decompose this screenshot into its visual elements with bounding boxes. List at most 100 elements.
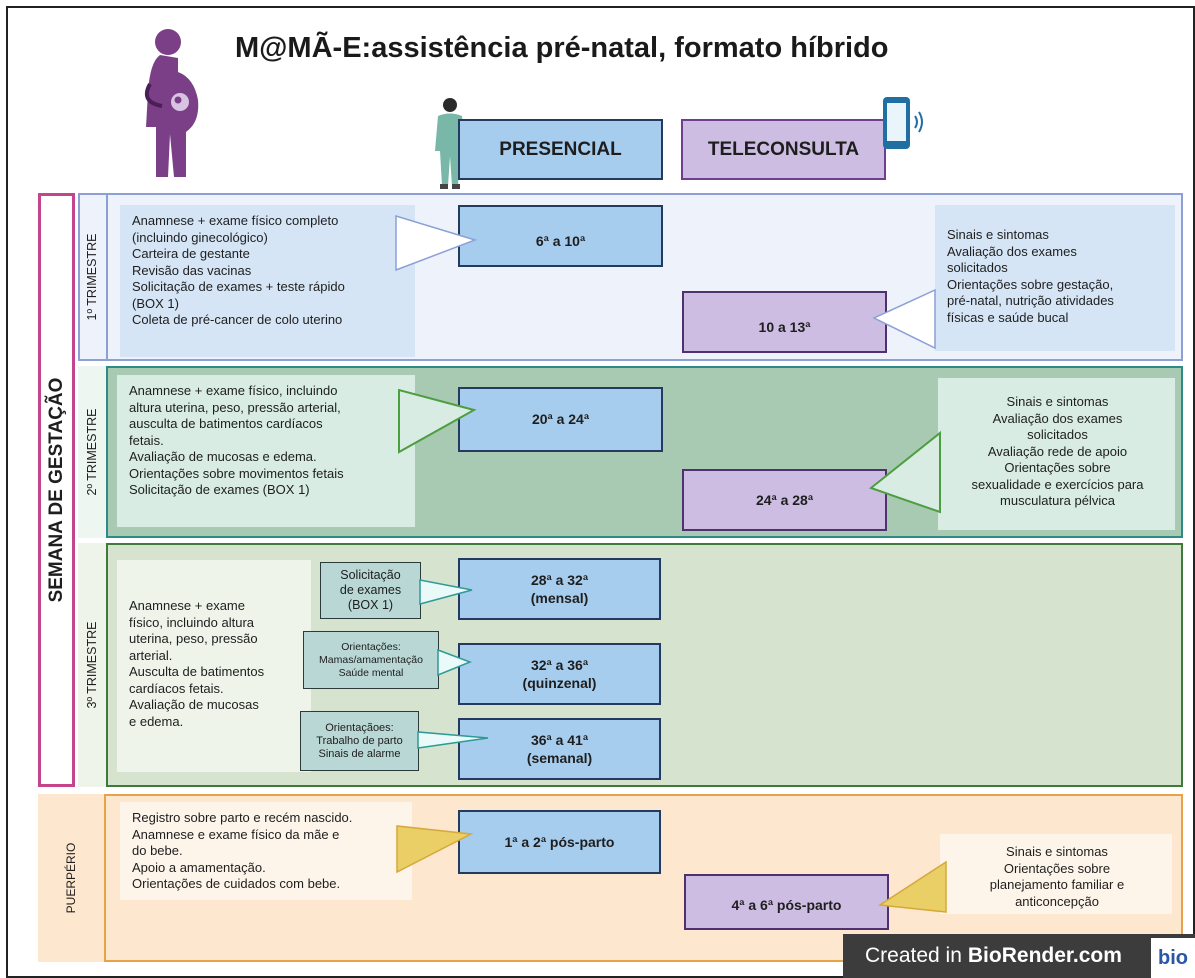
t3-mini-text: Solicitação: [340, 568, 401, 582]
puerperio-teleconsulta-box: 4ª a 6ª pós-parto: [684, 874, 889, 930]
t2-note: ausculta de batimentos cardíacos: [129, 416, 323, 431]
t3-mini-text: Orientaçãoes:: [325, 721, 394, 734]
puerperio-presencial-callout: [396, 825, 474, 874]
t2-note: altura uterina, peso, pressão arterial,: [129, 399, 341, 415]
smartphone-icon: [878, 94, 926, 154]
t1-tele-note: físicas e saúde bucal: [947, 309, 1069, 325]
t2-tele-note: musculatura pélvica: [1000, 493, 1115, 508]
doctor-icon: [430, 96, 470, 191]
t2-teleconsulta-callout: [868, 430, 941, 514]
t1-note: Solicitação de exames + teste rápido: [132, 279, 345, 294]
t3-mini-text: Trabalho de parto: [316, 734, 403, 747]
t3-frequency: (quinzenal): [522, 675, 597, 691]
presencial-header: PRESENCIAL: [458, 119, 663, 180]
t3-mini-text: de exames: [339, 583, 402, 597]
t3-presencial-box-3: 36ª a 41ª (semanal): [458, 718, 661, 780]
t1-label: 1º TRIMESTRE: [78, 193, 108, 361]
t3-weeks: 32ª a 36ª: [530, 656, 589, 673]
puerperio-note: Anamnese e exame físico da mãe e: [132, 826, 340, 842]
diagram-frame: [6, 6, 1195, 978]
puerperio-note: Registro sobre parto e recém nascido.: [132, 810, 353, 825]
t3-note: Avaliação de mucosas: [129, 697, 259, 712]
biorender-watermark: Created in BioRender.com bio: [843, 934, 1195, 978]
pregnant-woman-icon: [120, 22, 215, 182]
t1-teleconsulta-callout: [872, 288, 936, 350]
t1-note: (incluindo ginecológico): [132, 229, 268, 245]
t3-mini-text: Saúde mental: [338, 666, 404, 679]
watermark-brand: BioRender.com: [967, 944, 1122, 967]
gestation-weeks-label: SEMANA DE GESTAÇÃO: [38, 193, 75, 787]
puerperio-note: Orientações de cuidados com bebe.: [132, 876, 341, 891]
teleconsulta-header: TELECONSULTA: [681, 119, 886, 180]
t3-exam-request-box: Solicitação de exames (BOX 1): [320, 562, 421, 619]
t1-note: Carteira de gestante: [132, 246, 250, 261]
t2-presencial-callout: [398, 388, 477, 454]
t2-tele-note: Orientações sobre: [1004, 460, 1111, 475]
t3-callout-3: [417, 731, 489, 749]
t2-tele-note: Sinais e sintomas: [1006, 394, 1109, 409]
puerperio-tele-note: Sinais e sintomas: [1006, 844, 1108, 859]
t3-note: Ausculta de batimentos: [129, 664, 265, 679]
t3-callout-2: [437, 648, 473, 677]
page-title: M@MÃ-E:assistência pré-natal, formato hí…: [235, 32, 889, 64]
t1-tele-note: pré-natal, nutrição atividades: [947, 293, 1114, 308]
t3-callout-1: [419, 579, 473, 605]
t2-note: Solicitação de exames (BOX 1): [129, 482, 310, 497]
t3-mini-text: Sinais de alarme: [318, 747, 401, 760]
t2-presencial-notes: Anamnese + exame físico, incluindo altur…: [117, 375, 415, 527]
t3-note: cardíacos fetais.: [129, 680, 224, 696]
puerperio-tele-note: Orientações sobre: [1003, 860, 1111, 876]
t2-teleconsulta-notes: Sinais e sintomas Avaliação dos exames s…: [938, 378, 1175, 530]
puerperio-tele-note: anticoncepção: [1015, 893, 1099, 909]
biorender-logo: bio: [1151, 938, 1195, 978]
t1-note: Revisão das vacinas: [132, 262, 252, 278]
t3-note: arterial.: [129, 647, 173, 663]
t1-teleconsulta-notes: Sinais e sintomas Avaliação dos exames s…: [935, 205, 1175, 351]
puerperio-teleconsulta-callout: [877, 860, 947, 913]
t2-tele-note: Avaliação dos exames: [992, 410, 1123, 426]
t3-mini-text: Orientações:: [341, 640, 401, 653]
t2-note: Orientações sobre movimentos fetais: [129, 465, 344, 481]
t3-weeks: 28ª a 32ª: [530, 571, 589, 588]
t1-note: Anamnese + exame físico completo: [132, 213, 339, 228]
t3-note: Anamnese + exame: [129, 598, 245, 613]
puerperio-presencial-notes: Registro sobre parto e recém nascido. An…: [120, 802, 412, 900]
puerperio-presencial-box: 1ª a 2ª pós-parto: [458, 810, 661, 874]
t2-label: 2º TRIMESTRE: [78, 366, 108, 538]
t2-teleconsulta-box: 24ª a 28ª: [682, 469, 887, 531]
t3-labor-box: Orientaçãoes: Trabalho de parto Sinais d…: [300, 711, 419, 771]
t3-presencial-box-1: 28ª a 32ª (mensal): [458, 558, 661, 620]
puerperio-note: Apoio a amamentação.: [132, 859, 266, 875]
t1-presencial-box: 6ª a 10ª: [458, 205, 663, 267]
puerperio-label: PUERPÉRIO: [38, 794, 106, 962]
t1-presencial-callout: [395, 214, 478, 272]
t3-weeks: 36ª a 41ª: [530, 731, 589, 748]
t3-mini-text: (BOX 1): [347, 598, 394, 612]
t2-presencial-box: 20ª a 24ª: [458, 387, 663, 452]
t1-note: Coleta de pré-cancer de colo uterino: [132, 312, 343, 327]
t1-tele-note: Orientações sobre gestação,: [947, 276, 1114, 292]
watermark-prefix: Created in: [865, 944, 962, 967]
t2-note: Avaliação de mucosas e edema.: [129, 449, 317, 464]
t3-presencial-notes: Anamnese + exame físico, incluindo altur…: [117, 560, 311, 772]
t3-label: 3º TRIMESTRE: [78, 543, 108, 787]
t1-presencial-notes: Anamnese + exame físico completo (inclui…: [120, 205, 415, 357]
t3-mini-text: Mamas/amamentação: [319, 653, 423, 666]
t3-frequency: (mensal): [530, 590, 589, 606]
puerperio-note: do bebe.: [132, 843, 183, 858]
t1-tele-note: Sinais e sintomas: [947, 227, 1049, 242]
t2-note: fetais.: [129, 432, 164, 448]
t1-teleconsulta-box: 10 a 13ª: [682, 291, 887, 353]
puerperio-teleconsulta-notes: Sinais e sintomas Orientações sobre plan…: [940, 834, 1172, 914]
t2-tele-note: solicitados: [1027, 427, 1088, 442]
t3-breastfeeding-box: Orientações: Mamas/amamentação Saúde men…: [303, 631, 439, 689]
t1-note: (BOX 1): [132, 295, 179, 311]
t2-note: Anamnese + exame físico, incluindo: [129, 383, 338, 398]
t2-tele-note: Avaliação rede de apoio: [987, 443, 1128, 459]
t2-tele-note: sexualidade e exercícios para: [971, 476, 1144, 492]
t3-note: uterina, peso, pressão: [129, 631, 258, 646]
t3-presencial-box-2: 32ª a 36ª (quinzenal): [458, 643, 661, 705]
t3-note: e edema.: [129, 713, 184, 729]
t1-tele-note: solicitados: [947, 260, 1008, 275]
